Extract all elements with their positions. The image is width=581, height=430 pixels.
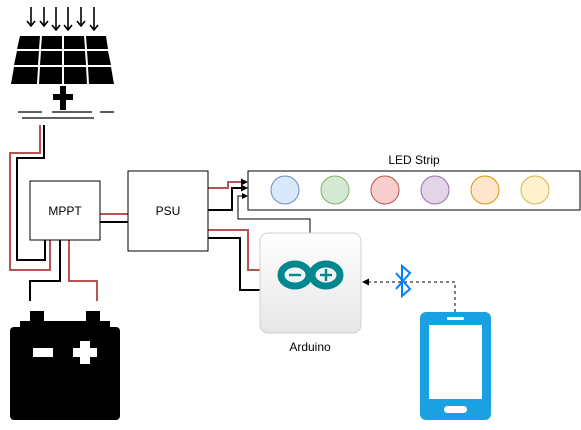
arduino-label: Arduino: [289, 340, 331, 354]
wire-psu-arduino-black: [208, 237, 260, 291]
led-strip-label: LED Strip: [388, 153, 440, 167]
solar-panel-icon: [11, 7, 114, 119]
mppt-box[interactable]: MPPT: [29, 180, 101, 241]
led-light-5: [470, 175, 500, 205]
wire-arrowheads: [241, 178, 248, 199]
psu-box[interactable]: PSU: [127, 170, 209, 252]
wire-arduino-led-data: [237, 195, 311, 233]
wire-battery-black: [29, 240, 61, 301]
led-light-1: [270, 175, 300, 205]
led-lights: [270, 175, 550, 205]
smartphone-icon[interactable]: [420, 312, 491, 420]
led-strip[interactable]: LED Strip: [247, 153, 581, 211]
led-light-2: [320, 175, 350, 205]
wiring: [9, 125, 311, 301]
arduino-board[interactable]: Arduino: [259, 232, 362, 354]
wire-psu-arduino-red: [208, 229, 260, 271]
bluetooth-icon: [395, 263, 412, 299]
bluetooth-link: [362, 278, 456, 312]
led-light-6: [520, 175, 550, 205]
psu-label: PSU: [156, 204, 181, 218]
wire-battery-red: [68, 240, 98, 301]
mppt-label: MPPT: [48, 204, 82, 218]
battery-icon: [10, 311, 120, 420]
led-light-4: [420, 175, 450, 205]
arduino-logo-icon: [277, 260, 344, 290]
wire-psu-led-red: [208, 181, 246, 189]
wire-solar-red: [9, 125, 51, 271]
led-light-3: [370, 175, 400, 205]
wire-solar-black: [16, 125, 46, 261]
wire-psu-led-black: [208, 187, 246, 211]
